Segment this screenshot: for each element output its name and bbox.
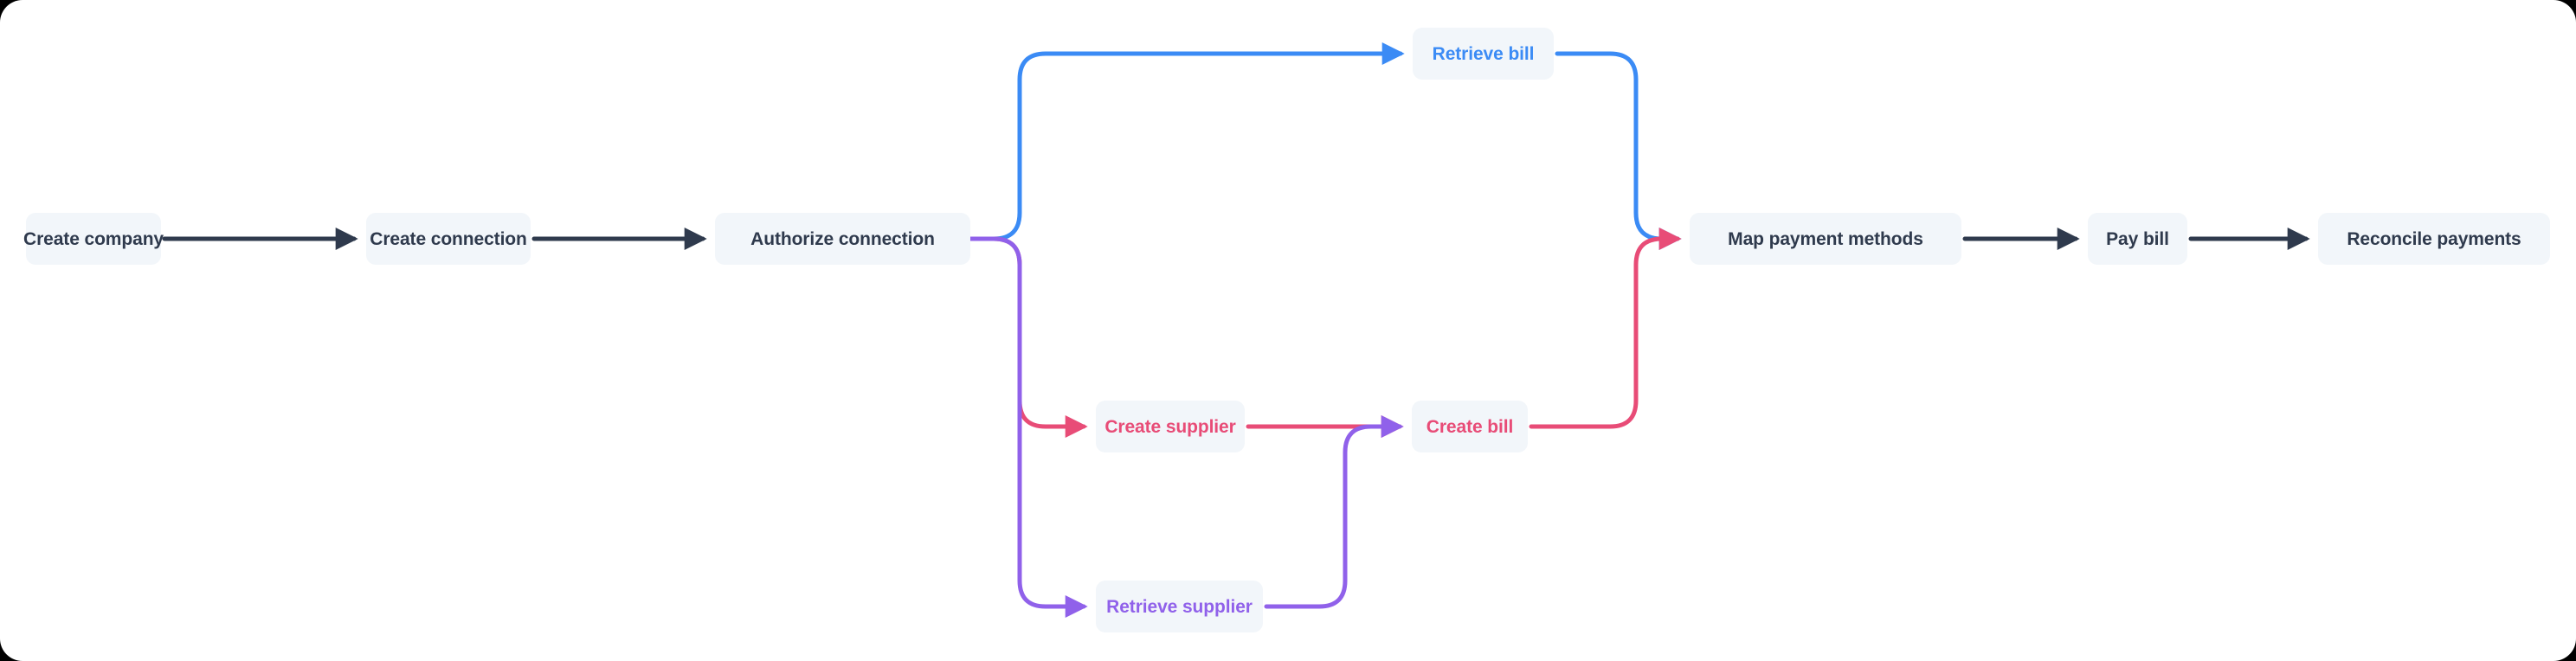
edge-create-bill-to-map-payment-methods	[1529, 228, 1682, 429]
node-pay-bill[interactable]: Pay bill	[2088, 213, 2187, 265]
edge-retrieve-supplier-to-create-bill	[1264, 415, 1404, 609]
edge-authorize-connection-to-retrieve-supplier	[968, 236, 1088, 618]
node-label: Authorize connection	[750, 228, 935, 249]
node-create-bill[interactable]: Create bill	[1412, 401, 1528, 452]
edge-retrieve-bill-to-map-payment-methods	[1555, 51, 1682, 250]
node-label: Reconcile payments	[2347, 228, 2521, 249]
node-create-supplier[interactable]: Create supplier	[1096, 401, 1245, 452]
node-label: Create company	[23, 228, 164, 249]
node-create-connection[interactable]: Create connection	[366, 213, 531, 265]
node-retrieve-supplier[interactable]: Retrieve supplier	[1096, 581, 1263, 632]
node-create-company[interactable]: Create company	[23, 213, 164, 265]
node-label: Pay bill	[2106, 228, 2169, 249]
edge-authorize-connection-to-retrieve-bill	[968, 42, 1405, 241]
node-label: Create supplier	[1104, 416, 1236, 437]
node-retrieve-bill[interactable]: Retrieve bill	[1413, 28, 1554, 80]
node-authorize-connection[interactable]: Authorize connection	[715, 213, 970, 265]
node-reconcile-payments[interactable]: Reconcile payments	[2318, 213, 2550, 265]
node-map-payment-methods[interactable]: Map payment methods	[1690, 213, 1961, 265]
edge-authorize-connection-to-create-supplier	[968, 236, 1088, 438]
node-label: Retrieve bill	[1432, 43, 1535, 64]
node-label: Retrieve supplier	[1106, 596, 1253, 617]
node-label: Create connection	[370, 228, 527, 249]
node-label: Map payment methods	[1728, 228, 1923, 249]
node-label: Create bill	[1426, 416, 1514, 437]
